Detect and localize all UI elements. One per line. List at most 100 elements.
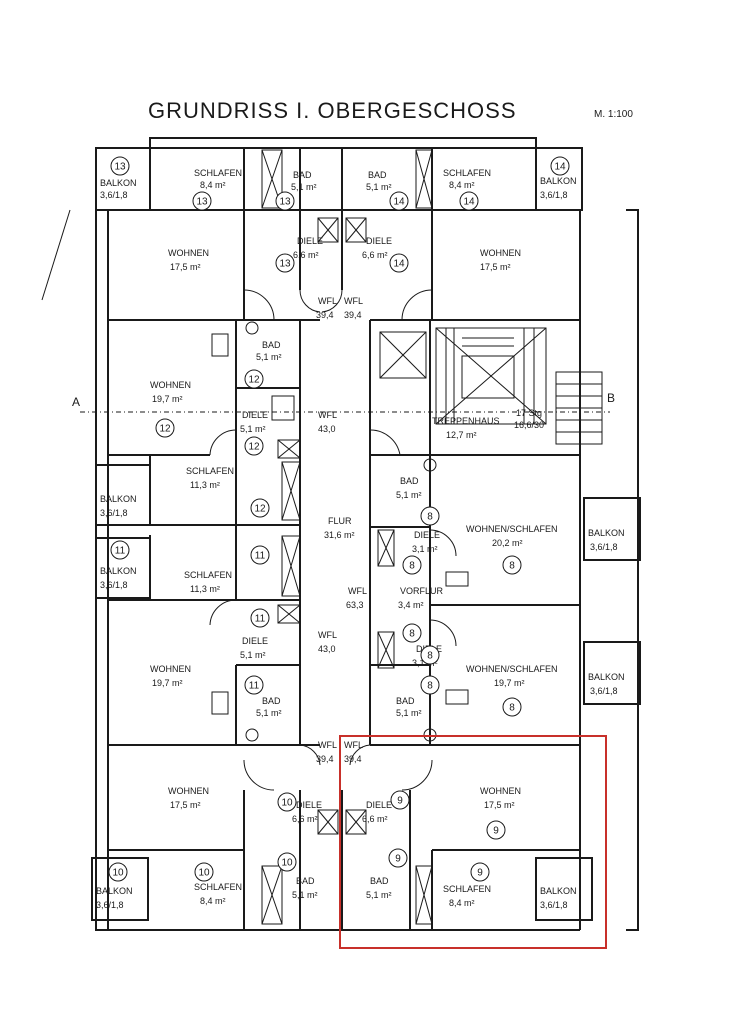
room-name: BAD — [296, 876, 315, 886]
room-name: DIELE — [296, 800, 322, 810]
balcony-size: 3,6/1,8 — [540, 900, 568, 910]
room-area: 17,5 m² — [170, 262, 201, 272]
room-area: 6,6 m² — [293, 250, 319, 260]
room-area: 5,1 m² — [366, 182, 392, 192]
unit-marker-number: 11 — [255, 551, 266, 562]
unit-marker-number: 12 — [159, 424, 171, 435]
wfl-label: WFL — [318, 296, 337, 306]
unit-marker-circle — [275, 253, 295, 273]
room-area: 17,5 m² — [484, 800, 515, 810]
unit-marker-number: 10 — [112, 868, 124, 879]
room-name: DIELE — [366, 236, 392, 246]
wfl-value: 39,4 — [316, 310, 334, 320]
unit-marker-number: 14 — [554, 162, 566, 173]
stair-steps: 17 Stg — [516, 408, 542, 418]
bathroom-fixtures — [211, 149, 469, 925]
room-name: TREPPENHAUS — [432, 416, 500, 426]
room-name: DIELE — [297, 236, 323, 246]
room-name: BAD — [293, 170, 312, 180]
wfl-value: 43,0 — [318, 424, 336, 434]
wfl-label: WFL — [318, 630, 337, 640]
unit-marker-number: 8 — [427, 681, 433, 692]
room-area: 3,1 m² — [412, 544, 438, 554]
room-area: 6,6 m² — [362, 814, 388, 824]
room-area: 11,3 m² — [190, 584, 220, 594]
balcony-name: BALKON — [588, 672, 625, 682]
section-label-b: B — [607, 391, 615, 405]
wfl-value: 43,0 — [318, 644, 336, 654]
wfl-value: 63,3 — [346, 600, 364, 610]
wfl-label: WFL — [318, 740, 337, 750]
unit-marker-number: 13 — [279, 197, 291, 208]
unit-marker-circle — [110, 540, 130, 560]
unit-marker-circle — [194, 862, 214, 882]
balcony-name: BALKON — [100, 178, 137, 188]
unit-marker-circle — [550, 156, 570, 176]
unit-marker-circle — [502, 555, 522, 575]
unit-marker-number: 13 — [279, 259, 291, 270]
room-name: SCHLAFEN — [194, 168, 242, 178]
room-area: 3,4 m² — [398, 600, 424, 610]
staircase — [435, 327, 603, 445]
room-area: 17,5 m² — [170, 800, 201, 810]
room-area: 31,6 m² — [324, 530, 355, 540]
balcony-name: BALKON — [100, 494, 137, 504]
unit-marker-circle — [244, 369, 264, 389]
unit-marker-circle — [388, 848, 408, 868]
unit-marker-number: 8 — [427, 512, 433, 523]
unit-marker-circle — [250, 545, 270, 565]
section-label-a: A — [72, 395, 80, 409]
unit-marker-number: 11 — [255, 614, 266, 625]
room-name: WOHNEN/SCHLAFEN — [466, 524, 558, 534]
stair-treads — [445, 328, 535, 424]
balcony-size: 3,6/1,8 — [590, 686, 618, 696]
section-line: A B 17 Stg 16,6/30 — [72, 391, 615, 430]
room-name: SCHLAFEN — [443, 168, 491, 178]
room-name: DIELE — [242, 636, 268, 646]
wfl-label: WFL — [318, 410, 337, 420]
room-area: 3,1 m² — [412, 658, 438, 668]
wfl-label: WFL — [348, 586, 367, 596]
unit-marker-number: 12 — [248, 375, 260, 386]
unit-marker-number: 11 — [249, 681, 260, 692]
balcony-size: 3,6/1,8 — [590, 542, 618, 552]
unit-marker-circle — [110, 156, 130, 176]
room-area: 19,7 m² — [152, 678, 183, 688]
unit-marker-number: 13 — [196, 197, 208, 208]
unit-marker-circle — [502, 697, 522, 717]
unit-marker-number: 12 — [248, 442, 260, 453]
room-name: DIELE — [366, 800, 392, 810]
unit-marker-number: 10 — [281, 798, 293, 809]
room-name: FLUR — [328, 516, 352, 526]
room-name: BAD — [370, 876, 389, 886]
room-area: 8,4 m² — [449, 898, 475, 908]
unit-marker-number: 14 — [393, 197, 405, 208]
room-name: WOHNEN — [150, 664, 191, 674]
room-area: 20,2 m² — [492, 538, 523, 548]
unit-marker-circle — [390, 790, 410, 810]
balcony-name: BALKON — [540, 886, 577, 896]
unit-marker-number: 9 — [395, 854, 401, 865]
room-area: 5,1 m² — [396, 490, 422, 500]
unit-marker-number: 14 — [463, 197, 475, 208]
balcony-name: BALKON — [96, 886, 133, 896]
unit-marker-circle — [459, 191, 479, 211]
balcony-boxes — [91, 147, 641, 921]
room-area: 5,1 m² — [240, 650, 266, 660]
room-area: 5,1 m² — [291, 182, 317, 192]
balcony-name: BALKON — [540, 176, 577, 186]
room-name: BAD — [368, 170, 387, 180]
unit-marker-circle — [250, 608, 270, 628]
room-name: BAD — [262, 696, 281, 706]
room-name: SCHLAFEN — [186, 466, 234, 476]
balcony-size: 3,6/1,8 — [100, 508, 128, 518]
unit-marker-circle — [389, 253, 409, 273]
balcony-labels: BALKON 3,6/1,8 BALKON 3,6/1,8 BALKON 3,6… — [96, 176, 625, 910]
balcony-name: BALKON — [588, 528, 625, 538]
unit-marker-circle — [420, 675, 440, 695]
room-area: 5,1 m² — [256, 352, 282, 362]
unit-marker-number: 10 — [281, 858, 293, 869]
room-name: WOHNEN — [480, 248, 521, 258]
balcony-size: 3,6/1,8 — [100, 190, 128, 200]
balcony-size: 3,6/1,8 — [100, 580, 128, 590]
